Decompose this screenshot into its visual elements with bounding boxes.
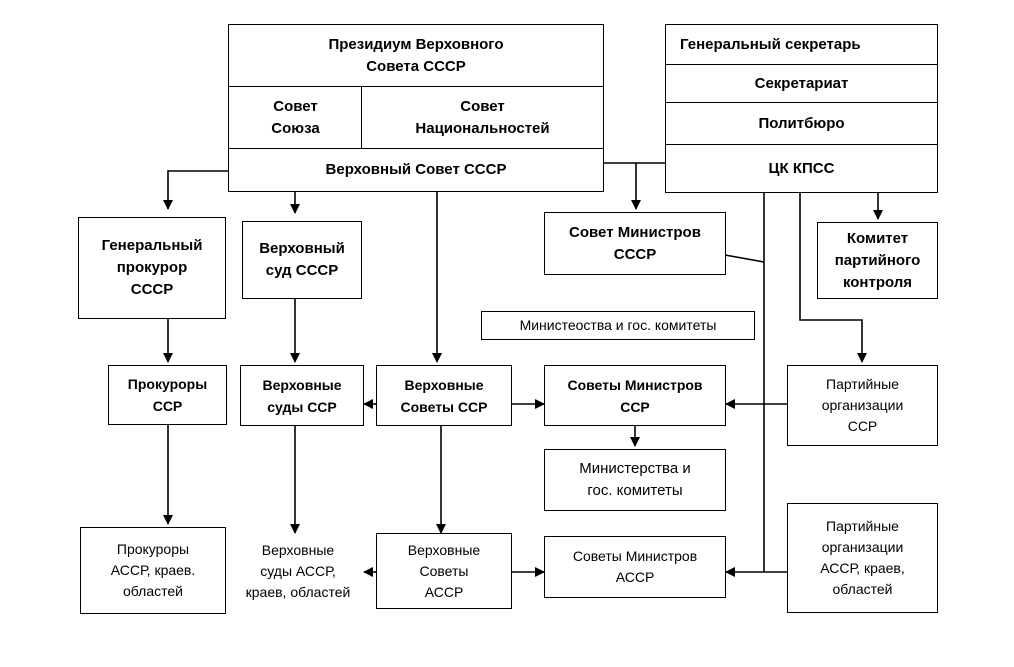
verkhovny-sovet-box: Верховный Совет СССР	[228, 148, 604, 192]
sekretariat-box: Секретариат	[665, 64, 938, 104]
prokurory-assr-box: Прокуроры АССР, краев. областей	[80, 527, 226, 614]
gen-prokuror-box: Генеральный прокурор СССР	[78, 217, 226, 319]
line-sovet-ministrov-to-trunk	[724, 254, 765, 263]
arrow-to-part-org-ssr	[799, 192, 867, 363]
sovety-min-assr-box: Советы Министров АССР	[544, 536, 726, 598]
sovet-natsionalnostei-box: Совет Национальностей	[361, 86, 604, 150]
presidium-box: Президиум Верховного Совета СССР	[228, 24, 604, 88]
arrow-to-gen-prokuror	[163, 170, 228, 210]
verkh-sudy-assr-text: Верховные суды АССР, краев, областей	[245, 541, 351, 600]
verkh-sovety-assr-box: Верховные Советы АССР	[376, 533, 512, 609]
sovet-soyuza-box: Совет Союза	[228, 86, 363, 150]
ministerstva-label-box: Министеоства и гос. комитеты	[481, 311, 755, 340]
gensek-box: Генеральный секретарь	[665, 24, 938, 66]
politburo-box: Политбюро	[665, 102, 938, 146]
part-org-assr-box: Партийные организации АССР, краев, облас…	[787, 503, 938, 613]
verkh-sudy-ssr-box: Верховные суды ССР	[240, 365, 364, 426]
komitet-pk-box: Комитет партийного контроля	[817, 222, 938, 299]
sovety-min-ssr-box: Советы Министров ССР	[544, 365, 726, 426]
prokurory-ssr-box: Прокуроры ССР	[108, 365, 227, 425]
verkh-sovety-ssr-box: Верховные Советы ССР	[376, 365, 512, 426]
ministerstva-box: Министерства и гос. комитеты	[544, 449, 726, 511]
sovet-ministrov-box: Совет Министров СССР	[544, 212, 726, 275]
ck-kpss-box: ЦК КПСС	[665, 144, 938, 193]
part-org-ssr-box: Партийные организации ССР	[787, 365, 938, 446]
verkh-sud-box: Верховный суд СССР	[242, 221, 362, 299]
